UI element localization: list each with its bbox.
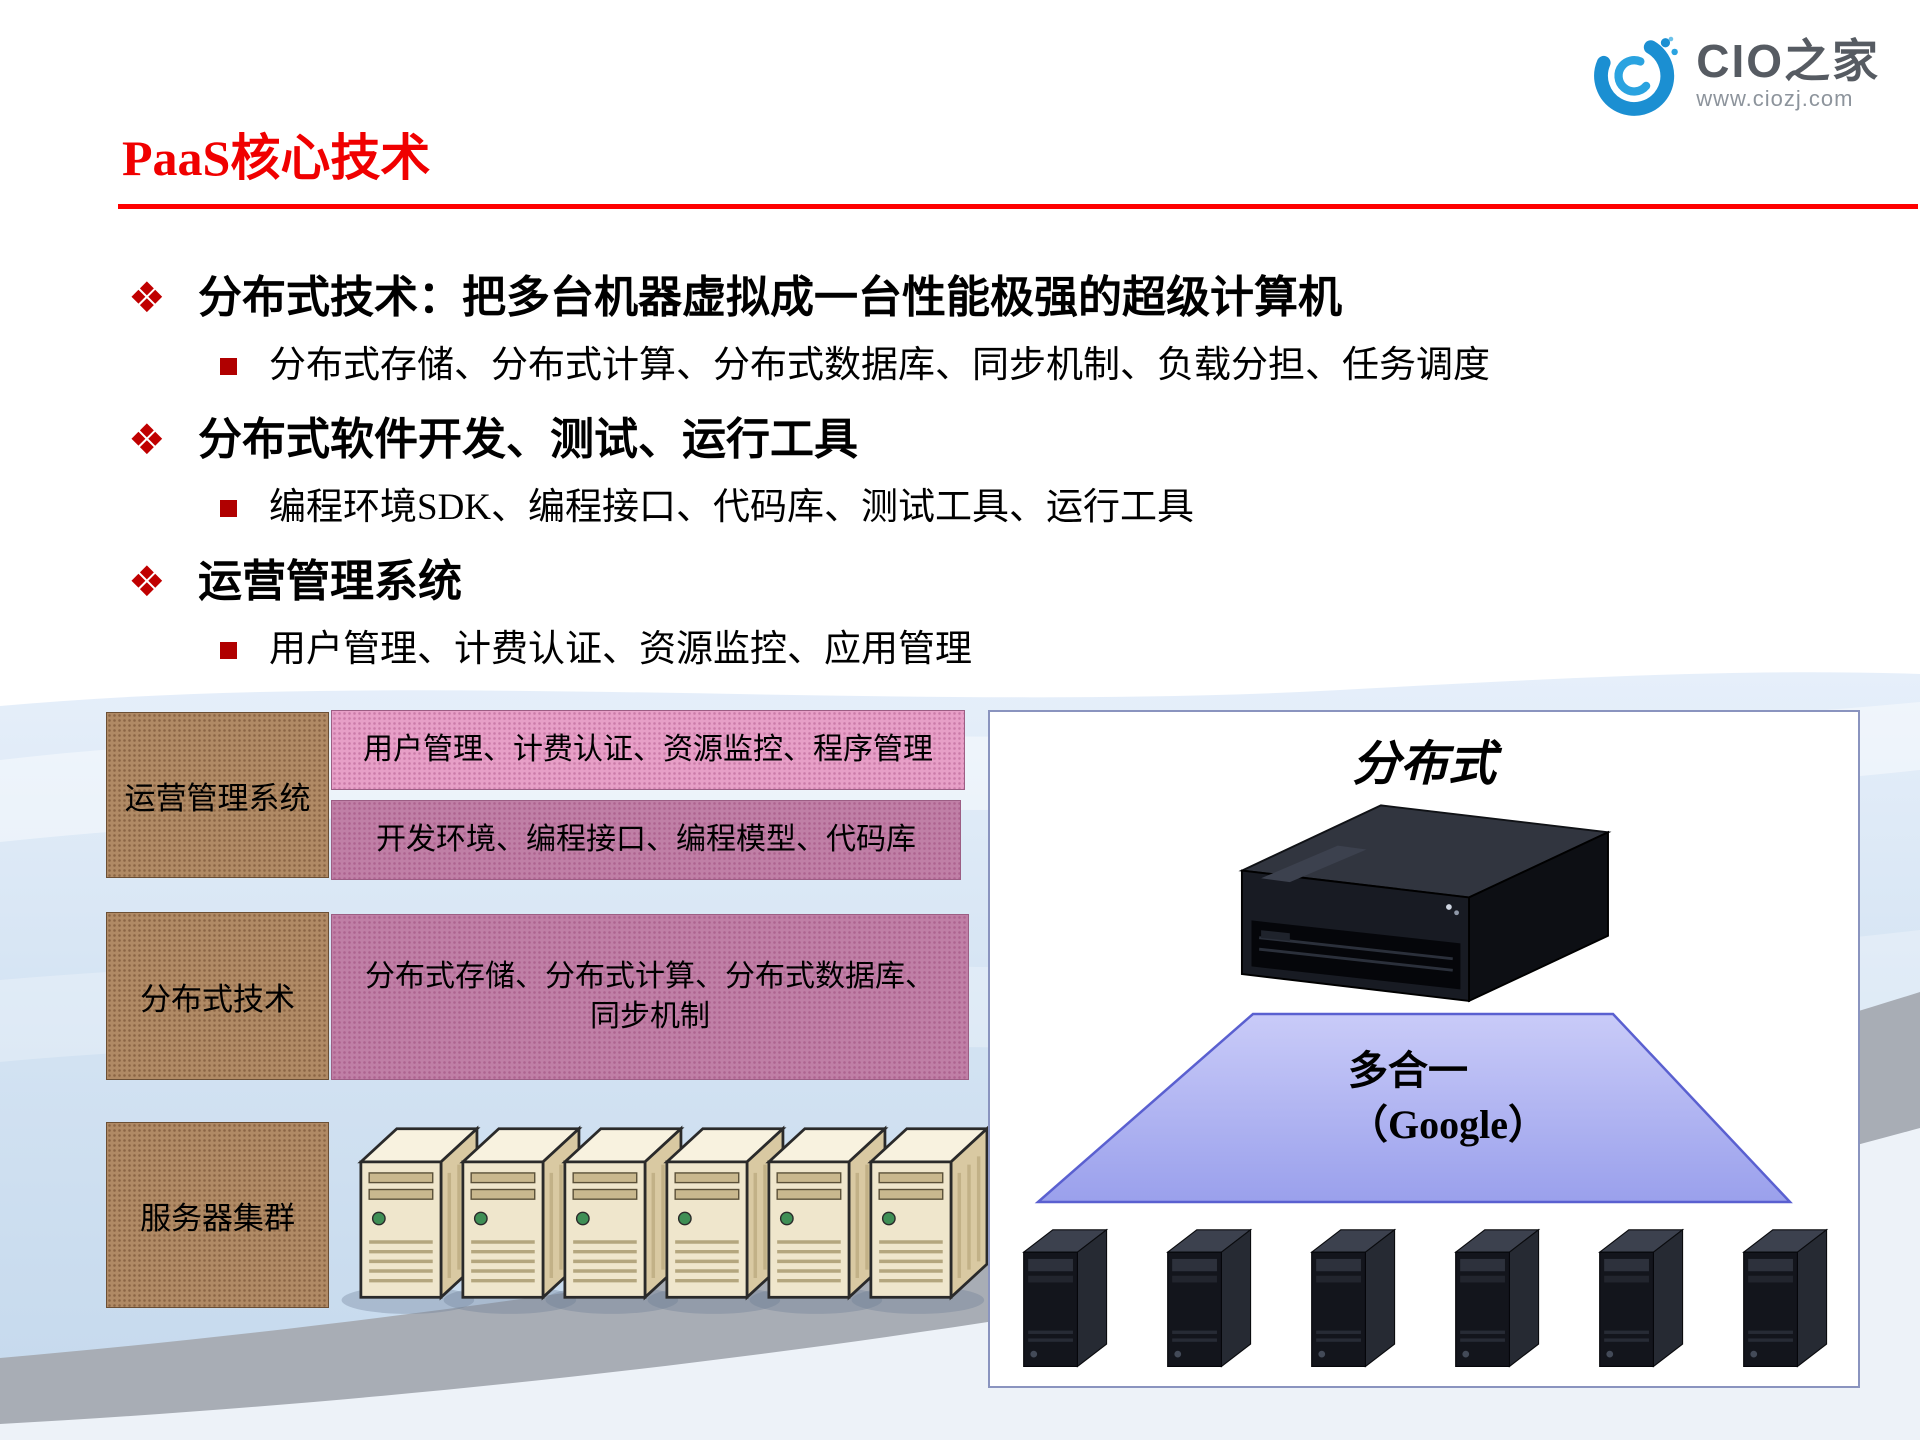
funnel-label: 多合一 （Google） xyxy=(1348,1044,1548,1152)
diamond-bullet-icon: ❖ xyxy=(128,415,166,464)
funnel-trapezoid xyxy=(1034,1012,1793,1204)
sub-bullet-item: 用户管理、计费认证、资源监控、应用管理 xyxy=(220,626,1848,674)
bullet-label: 运营管理系统 xyxy=(198,557,462,606)
diagram-box-distributed-tech: 分布式存储、分布式计算、分布式数据库、同步机制 xyxy=(331,914,969,1080)
panel-title: 分布式 xyxy=(1351,738,1496,791)
diagram-label-distributed: 分布式技术 xyxy=(106,912,329,1080)
diagram-label-text: 服务器集群 xyxy=(140,1200,295,1236)
diamond-bullet-icon: ❖ xyxy=(128,273,166,322)
tower-server-icon xyxy=(1728,1218,1840,1376)
sub-bullet-label: 编程环境SDK、编程接口、代码库、测试工具、运行工具 xyxy=(269,487,1195,528)
bullet-label: 分布式技术：把多台机器虚拟成一台性能极强的超级计算机 xyxy=(198,273,1342,322)
funnel-label-line2: （Google） xyxy=(1348,1102,1548,1147)
tower-server-icon xyxy=(1584,1218,1696,1376)
bullet-item: ❖ 运营管理系统 xyxy=(128,552,1848,612)
ciozj-logo-icon xyxy=(1594,35,1679,116)
sub-bullet-item: 分布式存储、分布式计算、分布式数据库、同步机制、负载分担、任务调度 xyxy=(220,342,1848,390)
sub-bullet-label: 分布式存储、分布式计算、分布式数据库、同步机制、负载分担、任务调度 xyxy=(269,345,1490,386)
big-server-icon xyxy=(1214,792,1634,1022)
bullet-item: ❖ 分布式技术：把多台机器虚拟成一台性能极强的超级计算机 xyxy=(128,268,1848,328)
funnel-label-line1: 多合一 xyxy=(1348,1048,1468,1093)
logo-url: www.ciozj.com xyxy=(1696,86,1854,111)
page-title: PaaS核心技术 xyxy=(122,130,431,186)
tower-server-icon xyxy=(1008,1218,1120,1376)
sub-bullet-label: 用户管理、计费认证、资源监控、应用管理 xyxy=(269,629,972,670)
bullet-label: 分布式软件开发、测试、运行工具 xyxy=(198,415,858,464)
diagram-box-text: 用户管理、计费认证、资源监控、程序管理 xyxy=(363,733,933,766)
tower-server-row xyxy=(1008,1218,1840,1376)
diagram-box-text: 开发环境、编程接口、编程模型、代码库 xyxy=(376,823,916,856)
server-cluster-graphic xyxy=(336,1108,948,1318)
square-bullet-icon xyxy=(220,357,237,375)
diagram-box-user-mgmt: 用户管理、计费认证、资源监控、程序管理 xyxy=(331,710,965,790)
diagram-label-text: 运营管理系统 xyxy=(124,780,311,816)
diagram-label-server-cluster: 服务器集群 xyxy=(106,1122,329,1308)
server-icon xyxy=(846,1108,998,1318)
square-bullet-icon xyxy=(220,499,237,517)
diagram-label-operations: 运营管理系统 xyxy=(106,712,329,878)
square-bullet-icon xyxy=(220,641,237,659)
sub-bullet-item: 编程环境SDK、编程接口、代码库、测试工具、运行工具 xyxy=(220,484,1848,532)
title-rule xyxy=(118,204,1918,209)
bullet-list: ❖ 分布式技术：把多台机器虚拟成一台性能极强的超级计算机 分布式存储、分布式计算… xyxy=(128,268,1848,694)
diagram-box-dev-env: 开发环境、编程接口、编程模型、代码库 xyxy=(331,800,961,880)
diagram-box-text: 分布式存储、分布式计算、分布式数据库、同步机制 xyxy=(365,960,935,1033)
distributed-diagram-panel: 分布式 多合一 （Google） xyxy=(988,710,1860,1388)
diamond-bullet-icon: ❖ xyxy=(128,557,166,606)
tower-server-icon xyxy=(1440,1218,1552,1376)
logo-text: CIO之家 www.ciozj.com xyxy=(1696,36,1880,112)
diagram-label-text: 分布式技术 xyxy=(140,981,295,1017)
logo: CIO之家 www.ciozj.com xyxy=(1590,28,1880,120)
logo-title: CIO之家 xyxy=(1696,35,1880,87)
tower-server-icon xyxy=(1152,1218,1264,1376)
tower-server-icon xyxy=(1296,1218,1408,1376)
bullet-item: ❖ 分布式软件开发、测试、运行工具 xyxy=(128,410,1848,470)
